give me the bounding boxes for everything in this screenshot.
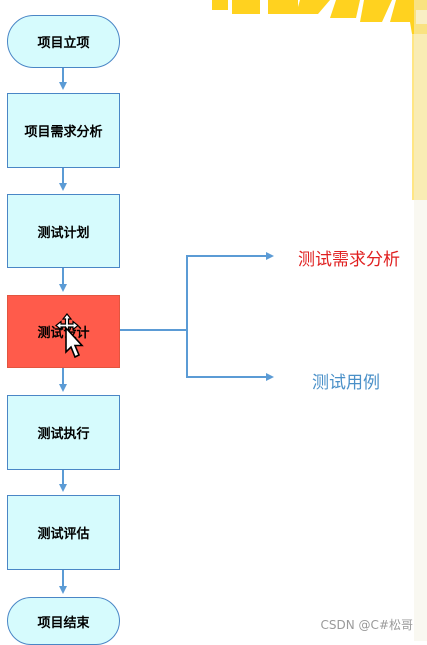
branch-connector-lower — [186, 330, 274, 381]
flow-node-project-end[interactable]: 项目结束 — [7, 597, 120, 645]
flow-node-test-evaluation[interactable]: 测试评估 — [7, 495, 120, 570]
flow-node-project-start[interactable]: 项目立项 — [7, 15, 120, 68]
flow-node-test-execution[interactable]: 测试执行 — [7, 395, 120, 470]
branch-connector-upper — [186, 252, 274, 330]
flow-node-test-design[interactable]: 测试设计 — [7, 295, 120, 368]
branch-label-test-requirements[interactable]: 测试需求分析 — [298, 250, 400, 270]
flow-node-requirements-analysis[interactable]: 项目需求分析 — [7, 93, 120, 168]
decorative-yellow-band — [212, 0, 427, 200]
watermark-text: CSDN @C#松哥 — [320, 618, 413, 632]
branch-label-test-cases[interactable]: 测试用例 — [312, 373, 380, 393]
move-cursor-icon — [55, 313, 84, 359]
right-edge-shading — [414, 0, 427, 641]
flow-node-test-plan[interactable]: 测试计划 — [7, 194, 120, 268]
